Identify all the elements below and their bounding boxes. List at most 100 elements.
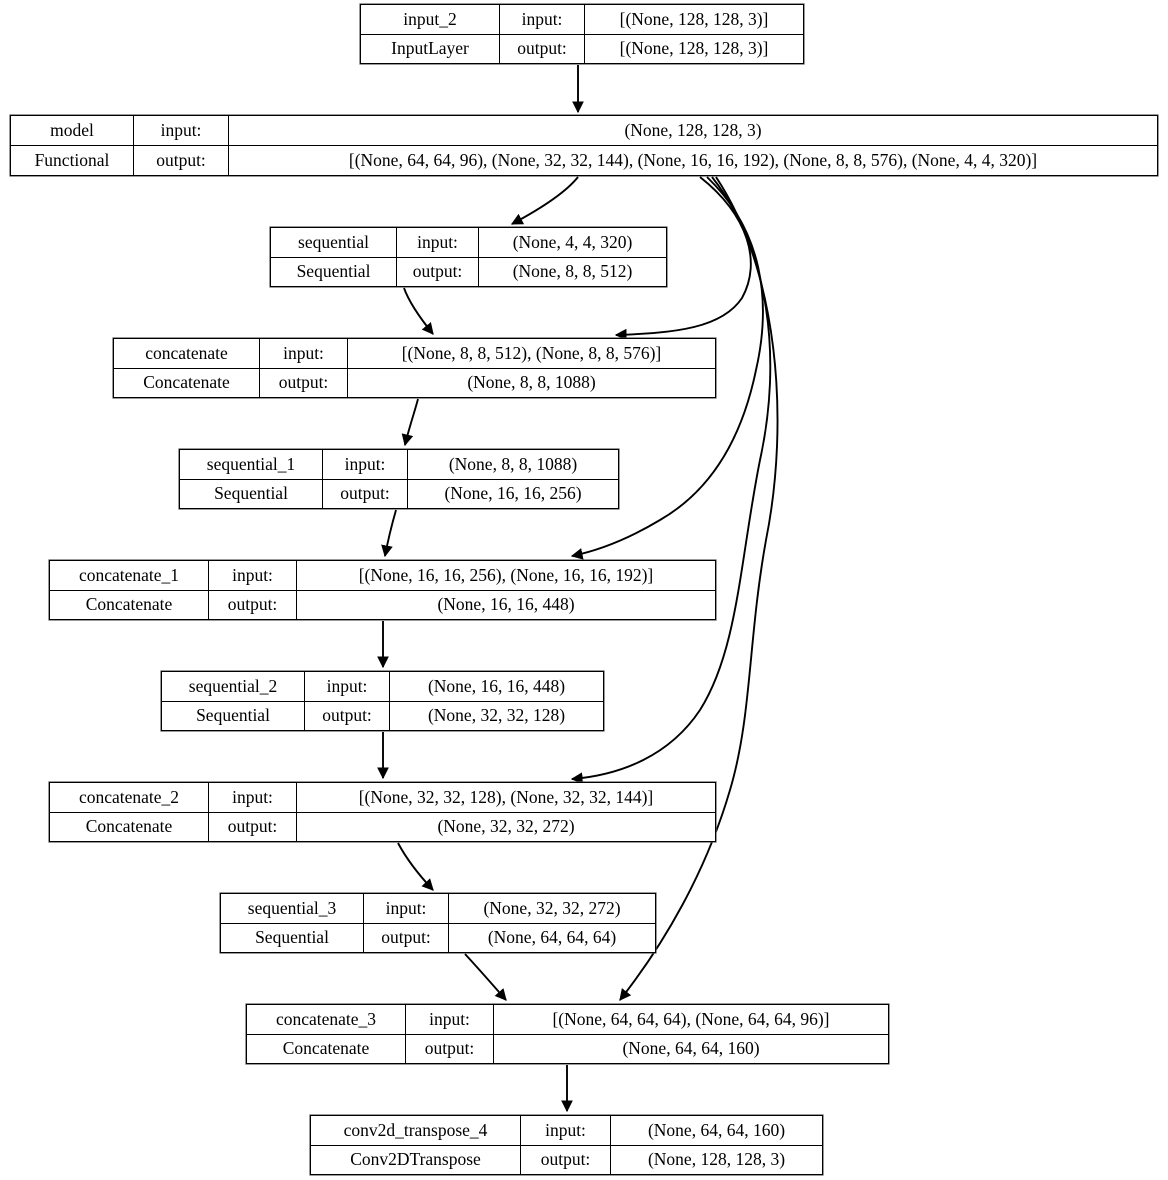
node-concatenate_2[interactable]: concatenate_2 input: [(None, 32, 32, 128… (49, 782, 716, 842)
node-output-label: output: (520, 1145, 610, 1174)
node-title-concatenate_2: concatenate_2 (78, 786, 180, 807)
node-row-input: concatenate_1 input: [(None, 16, 16, 256… (50, 561, 715, 590)
node-row-output: Conv2DTranspose output: (None, 128, 128,… (311, 1144, 822, 1174)
node-output-label: output: (304, 701, 389, 730)
node-concatenate_1[interactable]: concatenate_1 input: [(None, 16, 16, 256… (49, 560, 716, 620)
node-input-label: input: (396, 228, 478, 257)
node-output-shape: (None, 8, 8, 512) (478, 257, 666, 286)
node-output-label: output: (208, 812, 296, 841)
node-title-model: model (50, 119, 94, 140)
edge-sequential-to-concatenate (403, 287, 434, 335)
node-type-concatenate: Concatenate (143, 372, 230, 392)
node-input-shape: (None, 32, 32, 272) (448, 894, 655, 923)
node-input-shape: (None, 64, 64, 160) (610, 1116, 822, 1145)
node-concatenate_3[interactable]: concatenate_3 input: [(None, 64, 64, 64)… (246, 1004, 889, 1064)
node-type-sequential_1: Sequential (214, 483, 288, 503)
node-output-shape: (None, 32, 32, 272) (296, 812, 715, 841)
node-type-sequential_2: Sequential (196, 705, 270, 725)
node-row-input: concatenate input: [(None, 8, 8, 512), (… (114, 339, 715, 368)
node-row-output: Sequential output: (None, 32, 32, 128) (162, 700, 603, 730)
node-title-concatenate_3: concatenate_3 (275, 1008, 377, 1029)
node-row-output: Concatenate output: (None, 64, 64, 160) (247, 1033, 888, 1063)
node-output-label: output: (259, 368, 347, 397)
node-input_2[interactable]: input_2 input: [(None, 128, 128, 3)] Inp… (360, 4, 804, 64)
edge-model-to-sequential (510, 176, 579, 225)
node-input-shape: [(None, 8, 8, 512), (None, 8, 8, 576)] (347, 339, 715, 368)
node-title-sequential_3: sequential_3 (247, 897, 337, 918)
node-input-label: input: (405, 1005, 493, 1034)
node-type-input_2: InputLayer (391, 38, 469, 58)
node-sequential[interactable]: sequential input: (None, 4, 4, 320) Sequ… (270, 227, 667, 287)
node-input-shape: [(None, 32, 32, 128), (None, 32, 32, 144… (296, 783, 715, 812)
node-output-shape: (None, 8, 8, 1088) (347, 368, 715, 397)
edge-concatenate_2-to-sequential_3 (397, 842, 434, 891)
node-row-output: Concatenate output: (None, 16, 16, 448) (50, 589, 715, 619)
node-row-output: Sequential output: (None, 16, 16, 256) (180, 478, 618, 508)
node-output-label: output: (322, 479, 407, 508)
node-type-concatenate_1: Concatenate (85, 594, 173, 614)
node-output-label: output: (363, 923, 448, 952)
node-model[interactable]: model input: (None, 128, 128, 3) Functio… (10, 115, 1158, 176)
node-input-label: input: (208, 561, 296, 590)
node-output-shape: [(None, 128, 128, 3)] (584, 34, 803, 63)
node-row-input: input_2 input: [(None, 128, 128, 3)] (361, 5, 803, 34)
node-row-input: concatenate_3 input: [(None, 64, 64, 64)… (247, 1005, 888, 1034)
node-input-shape: (None, 16, 16, 448) (389, 672, 603, 701)
node-type-concatenate_2: Concatenate (85, 816, 173, 836)
edge-sequential_3-to-concatenate_3 (464, 953, 507, 1001)
node-input-label: input: (133, 116, 228, 145)
node-output-shape: (None, 16, 16, 448) (296, 590, 715, 619)
node-input-label: input: (322, 450, 407, 479)
node-output-shape: (None, 64, 64, 160) (493, 1034, 888, 1063)
node-input-label: input: (304, 672, 389, 701)
node-output-shape: (None, 32, 32, 128) (389, 701, 603, 730)
node-row-input: sequential_3 input: (None, 32, 32, 272) (221, 894, 655, 923)
node-row-input: sequential_1 input: (None, 8, 8, 1088) (180, 450, 618, 479)
node-title-concatenate_1: concatenate_1 (78, 564, 180, 585)
node-row-input: conv2d_transpose_4 input: (None, 64, 64,… (311, 1116, 822, 1145)
node-type-sequential: Sequential (296, 261, 371, 281)
node-output-label: output: (499, 34, 584, 63)
node-row-input: sequential_2 input: (None, 16, 16, 448) (162, 672, 603, 701)
node-sequential_3[interactable]: sequential_3 input: (None, 32, 32, 272) … (220, 893, 656, 953)
node-output-label: output: (405, 1034, 493, 1063)
edge-concatenate-to-sequential_1 (401, 398, 419, 447)
edge-sequential_1-to-concatenate_1 (381, 509, 397, 558)
node-input-shape: (None, 128, 128, 3) (228, 116, 1157, 145)
node-type-concatenate_3: Concatenate (282, 1038, 370, 1058)
node-input-shape: [(None, 128, 128, 3)] (584, 5, 803, 34)
node-title-concatenate: concatenate (145, 342, 228, 363)
node-input-label: input: (499, 5, 584, 34)
node-row-output: InputLayer output: [(None, 128, 128, 3)] (361, 33, 803, 63)
node-input-shape: (None, 4, 4, 320) (478, 228, 666, 257)
node-type-model: Functional (34, 149, 110, 170)
node-output-shape: (None, 64, 64, 64) (448, 923, 655, 952)
node-output-shape: [(None, 64, 64, 96), (None, 32, 32, 144)… (228, 146, 1157, 175)
node-input-label: input: (363, 894, 448, 923)
node-sequential_2[interactable]: sequential_2 input: (None, 16, 16, 448) … (161, 671, 604, 731)
node-row-output: Sequential output: (None, 64, 64, 64) (221, 922, 655, 952)
node-type-conv2d_transpose_4: Conv2DTranspose (350, 1149, 481, 1169)
node-row-output: Concatenate output: (None, 32, 32, 272) (50, 811, 715, 841)
node-input-shape: [(None, 64, 64, 64), (None, 64, 64, 96)] (493, 1005, 888, 1034)
node-conv2d_transpose_4[interactable]: conv2d_transpose_4 input: (None, 64, 64,… (310, 1115, 823, 1175)
node-input-shape: [(None, 16, 16, 256), (None, 16, 16, 192… (296, 561, 715, 590)
node-title-sequential_1: sequential_1 (206, 453, 296, 474)
node-title-sequential: sequential (298, 231, 369, 252)
node-output-label: output: (208, 590, 296, 619)
node-row-output: Concatenate output: (None, 8, 8, 1088) (114, 367, 715, 397)
node-input-label: input: (208, 783, 296, 812)
node-input-label: input: (259, 339, 347, 368)
node-title-conv2d_transpose_4: conv2d_transpose_4 (343, 1119, 488, 1140)
node-output-shape: (None, 128, 128, 3) (610, 1145, 822, 1174)
node-concatenate[interactable]: concatenate input: [(None, 8, 8, 512), (… (113, 338, 716, 398)
node-row-input: sequential input: (None, 4, 4, 320) (271, 228, 666, 257)
node-sequential_1[interactable]: sequential_1 input: (None, 8, 8, 1088) S… (179, 449, 619, 509)
node-row-output: Functional output: [(None, 64, 64, 96), … (11, 145, 1157, 175)
node-row-output: Sequential output: (None, 8, 8, 512) (271, 256, 666, 286)
node-output-label: output: (133, 146, 228, 175)
node-type-sequential_3: Sequential (255, 927, 329, 947)
node-row-input: model input: (None, 128, 128, 3) (11, 116, 1157, 145)
node-title-sequential_2: sequential_2 (188, 675, 278, 696)
